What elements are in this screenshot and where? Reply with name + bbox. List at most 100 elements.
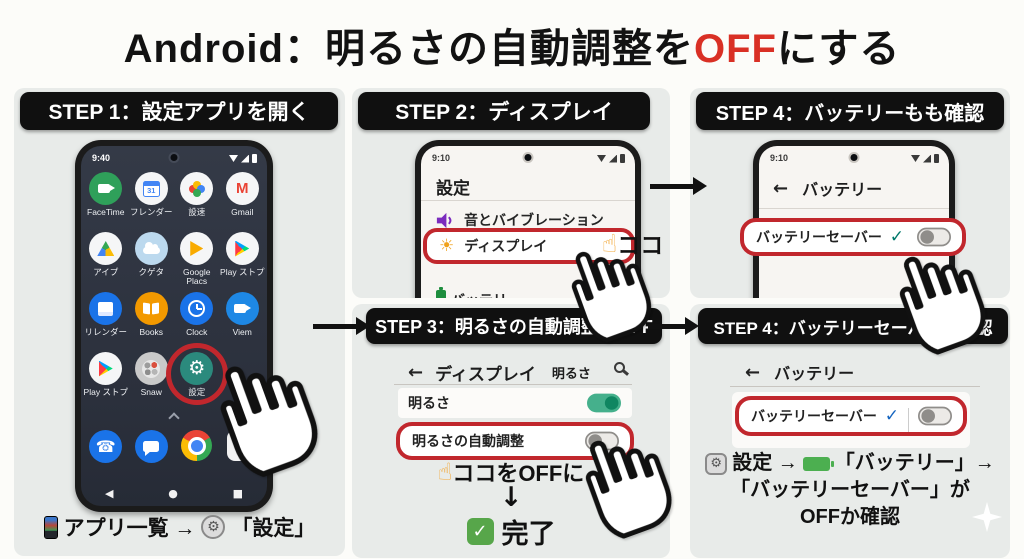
battery-saver-toggle-off[interactable]: [918, 406, 952, 426]
page-title: Android：明るさの自動調整をOFFにする: [0, 16, 1024, 74]
done-line: ✓ 完了: [352, 512, 670, 551]
nav-subtitle: 明るさ: [551, 366, 591, 381]
auto-brightness-row[interactable]: 明るさの自動調整: [412, 433, 524, 449]
title-post: にする: [776, 27, 901, 71]
row-display[interactable]: ☀ ディスプレイ: [439, 236, 547, 256]
status-time: 9:10: [432, 153, 451, 163]
hand-cursor-step3: [585, 440, 672, 539]
signal-icon: [241, 154, 249, 163]
done-label: 完了: [501, 519, 556, 549]
app-label: フレンダー: [129, 207, 173, 217]
row-label: バッテリー: [451, 290, 521, 298]
app-calendar2[interactable]: リレンダー: [83, 292, 129, 352]
settings-gear-icon: ⚙: [705, 452, 728, 475]
app-play-store[interactable]: Play ストプ: [220, 232, 266, 292]
phone-chip-icon: [43, 515, 58, 539]
row-sound-vibration[interactable]: 音とバイブレーション: [435, 210, 604, 230]
photos-pinwheel-icon: [180, 172, 214, 205]
battery-nav-row: ← バッテリー: [745, 360, 854, 384]
app-label: アイプ: [93, 267, 119, 277]
nav-title: バッテリー: [802, 182, 883, 199]
battery-setting-icon: [436, 287, 446, 298]
wifi-icon: [229, 155, 238, 162]
divider: [421, 200, 635, 201]
battery-saver-row[interactable]: バッテリーセーバー: [751, 408, 877, 424]
app-label: Clock: [186, 327, 208, 337]
settings-gear-icon: ⚙: [201, 515, 226, 539]
app-play-store2[interactable]: Play ストプ: [83, 352, 129, 412]
app-snaw[interactable]: Snaw: [129, 352, 175, 412]
caption-part1: アプリ一覧 →: [63, 517, 196, 540]
signal-icon: [609, 154, 617, 163]
book-icon: [134, 292, 168, 325]
chrome-app-icon[interactable]: [181, 430, 213, 461]
koko-off-hint: ☝ココをOFFに: [352, 456, 670, 488]
divider: [759, 208, 949, 209]
title-off-highlight: OFF: [693, 27, 777, 71]
search-icon[interactable]: [614, 362, 625, 373]
caption-line1b: 「バッテリー」→: [834, 452, 995, 474]
app-label: Books: [139, 327, 164, 337]
messages-app-icon[interactable]: [134, 430, 168, 463]
clock-icon: [180, 292, 214, 325]
row-battery[interactable]: バッテリー: [436, 287, 521, 298]
app-books[interactable]: Books: [129, 292, 175, 352]
drive-triangle-icon: [89, 232, 123, 265]
brightness-toggle-on[interactable]: [587, 393, 621, 413]
app-facetime[interactable]: FaceTime: [83, 172, 129, 232]
app-photos[interactable]: 設速: [174, 172, 220, 232]
play-store-icon: [225, 232, 259, 265]
app-label: Play ストプ: [83, 387, 128, 397]
nav-title: バッテリー: [774, 366, 855, 383]
yellow-play-icon: [180, 232, 214, 265]
pointing-finger-icon: ☝: [437, 458, 453, 486]
battery-saver-toggle-off[interactable]: [917, 227, 951, 247]
app-label: リレンダー: [84, 327, 127, 337]
battery-saver-annotation: バッテリーセーバー ✓: [735, 396, 967, 436]
pointing-finger-icon: ☝: [602, 228, 618, 258]
hand-cursor-step1: [220, 366, 318, 477]
app-drive[interactable]: アイプ: [83, 232, 129, 292]
signal-icon: [923, 154, 931, 163]
step1-header: STEP 1：設定アプリを開く: [20, 92, 338, 130]
wifi-icon: [911, 155, 920, 162]
back-arrow-icon[interactable]: ←: [408, 362, 424, 383]
app-label: Gmail: [231, 207, 254, 217]
down-arrow: ↓: [499, 482, 523, 513]
divider: [908, 408, 909, 432]
step4a-panel: 9:10 ← バッテリー バッテリーセーバー ✓: [690, 88, 1010, 298]
app-label: 設速: [188, 207, 206, 217]
row-label: 音とバイブレーション: [464, 212, 604, 228]
app-google-placs[interactable]: Google Placs: [174, 232, 220, 292]
hand-cursor-step4a: [899, 256, 986, 355]
video-camera-icon: [89, 172, 123, 205]
step4a-header: STEP 4：バッテリーもも確認: [696, 92, 1004, 130]
back-arrow-icon[interactable]: ←: [745, 361, 761, 383]
app-gmail[interactable]: M Gmail: [220, 172, 266, 232]
play-store-icon: [89, 352, 123, 385]
gmail-icon: M: [225, 172, 259, 205]
android-nav-bar: ◀ ● ■: [105, 487, 243, 500]
brightness-row[interactable]: 明るさ: [398, 388, 632, 418]
nav-home-button[interactable]: ●: [168, 487, 178, 500]
wifi-icon: [597, 155, 606, 162]
app-label: Play ストプ: [220, 267, 265, 277]
nav-recents-button[interactable]: ■: [232, 487, 243, 500]
app-drawer-caret-icon[interactable]: [168, 412, 180, 424]
app-label: Viem: [232, 327, 252, 337]
app-clock[interactable]: Clock: [174, 292, 220, 352]
back-arrow-icon[interactable]: ←: [773, 177, 789, 199]
phone-app-icon[interactable]: ☎: [89, 430, 123, 463]
app-viem[interactable]: Viem: [220, 292, 266, 352]
nav-back-button[interactable]: ◀: [105, 487, 114, 500]
app-weather[interactable]: クゲタ: [129, 232, 175, 292]
camera-punch-hole: [848, 152, 860, 163]
status-icons: [229, 154, 257, 163]
battery-saver-row[interactable]: バッテリーセーバー: [756, 229, 882, 245]
app-label: クゲタ: [138, 267, 164, 277]
app-label: Google Placs: [183, 267, 211, 287]
battery-icon: [620, 154, 625, 163]
